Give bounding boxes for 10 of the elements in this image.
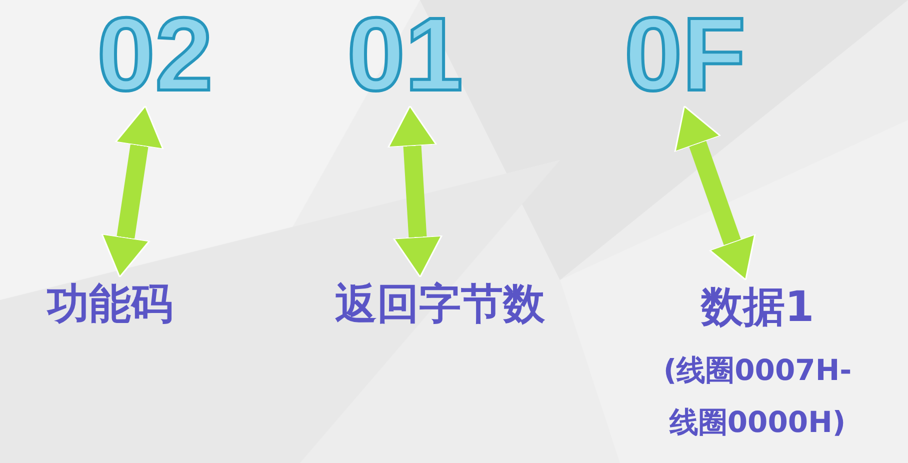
hex-byte: 0F — [624, 5, 746, 105]
field-name: 功能码 — [47, 278, 173, 330]
field-name: 返回字节数 — [335, 278, 545, 330]
double-arrow — [674, 105, 756, 281]
double-arrow — [388, 105, 442, 278]
field-name: 数据1 — [700, 281, 814, 333]
double-arrow — [101, 105, 164, 278]
hex-byte: 01 — [347, 5, 463, 105]
field-note: (线圈0007H-线圈0000H) — [662, 352, 853, 441]
hex-byte: 02 — [97, 5, 213, 105]
